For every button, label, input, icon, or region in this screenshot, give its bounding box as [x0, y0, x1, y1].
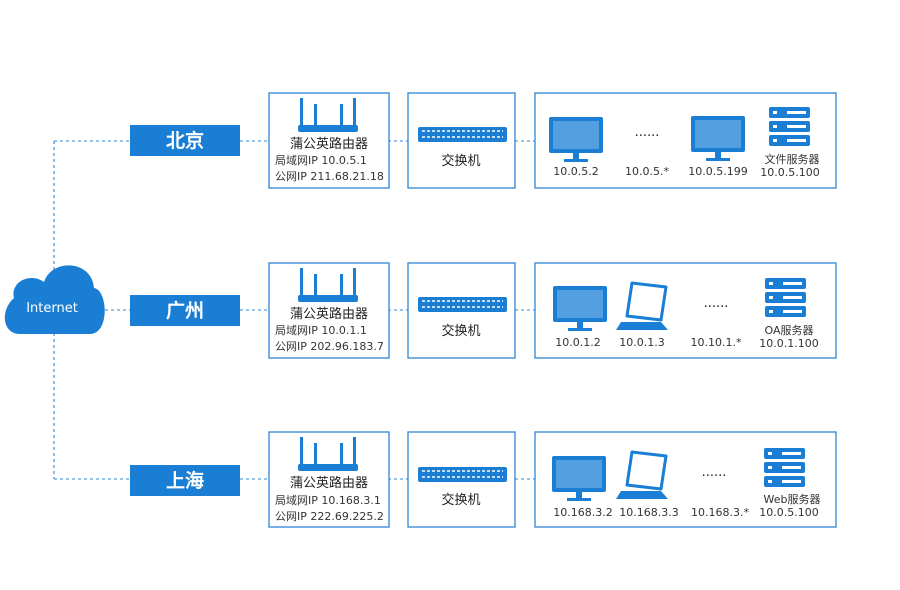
device-ip: 10.168.3.2: [553, 506, 612, 519]
city-label: 北京: [166, 129, 204, 152]
router-icon: [298, 268, 358, 302]
switch-icon: [418, 297, 507, 312]
branch-row-shanghai: 上海 蒲公英路由器 局域网IP 10.168.3.1 公网IP 222.69.2…: [54, 431, 837, 528]
ellipsis: ......: [704, 296, 729, 311]
city-badge: [130, 295, 240, 326]
branch-row-guangzhou: 广州 蒲公英路由器 局域网IP 10.0.1.1 公网IP 202.96.183…: [105, 262, 837, 359]
router-box: [268, 262, 390, 359]
ellipsis: ......: [702, 465, 727, 480]
device-ip: 10.0.5.2: [553, 165, 598, 178]
device-ip: 10.0.5.199: [688, 165, 747, 178]
ellipsis: ......: [635, 125, 660, 140]
server-ip: 10.0.5.100: [759, 506, 818, 519]
city-label: 广州: [166, 299, 204, 322]
server-icon: [764, 448, 805, 487]
router-icon: [298, 437, 358, 471]
monitor-icon: [553, 286, 607, 331]
router-icon: [298, 98, 358, 132]
device-ip-range: 10.168.3.*: [691, 506, 749, 519]
city-label: 上海: [166, 469, 204, 492]
switch-label: 交换机: [441, 323, 480, 339]
router-lan-ip: 局域网IP 10.0.1.1: [275, 324, 367, 337]
server-icon: [769, 107, 810, 146]
monitor-icon: [549, 117, 603, 162]
server-icon: [765, 278, 806, 317]
server-ip: 10.0.1.100: [759, 337, 818, 350]
router-name: 蒲公英路由器: [290, 475, 368, 491]
router-name: 蒲公英路由器: [290, 136, 368, 152]
router-wan-ip: 公网IP 222.69.225.2: [275, 510, 384, 523]
city-badge: [130, 125, 240, 156]
switch-icon: [418, 127, 507, 142]
device-ip: 10.168.3.3: [619, 506, 678, 519]
monitor-icon: [552, 456, 606, 501]
monitor-icon: [691, 116, 745, 161]
laptop-icon: [616, 450, 668, 499]
router-lan-ip: 局域网IP 10.0.5.1: [275, 154, 367, 167]
server-name: 文件服务器: [765, 152, 820, 166]
device-ip-range: 10.10.1.*: [691, 336, 742, 349]
internet-cloud-icon: [4, 265, 105, 334]
device-ip: 10.0.1.2: [555, 336, 600, 349]
router-name: 蒲公英路由器: [290, 306, 368, 322]
switch-label: 交换机: [441, 492, 480, 508]
switch-icon: [418, 467, 507, 482]
router-lan-ip: 局域网IP 10.168.3.1: [275, 494, 381, 507]
switch-label: 交换机: [441, 153, 480, 169]
branch-row-beijing: 北京 蒲公英路由器 局域网IP 10.0.5.1 公网IP 211.68.21.…: [54, 92, 837, 189]
router-box: [268, 92, 390, 189]
router-box: [268, 431, 390, 528]
device-ip-range: 10.0.5.*: [625, 165, 669, 178]
server-ip: 10.0.5.100: [760, 166, 819, 179]
city-badge: [130, 465, 240, 496]
laptop-icon: [616, 281, 668, 330]
internet-label: Internet: [26, 301, 78, 316]
router-wan-ip: 公网IP 202.96.183.7: [275, 340, 384, 353]
server-name: OA服务器: [765, 324, 814, 337]
router-wan-ip: 公网IP 211.68.21.18: [275, 170, 384, 183]
server-name: Web服务器: [764, 493, 821, 506]
device-ip: 10.0.1.3: [619, 336, 664, 349]
